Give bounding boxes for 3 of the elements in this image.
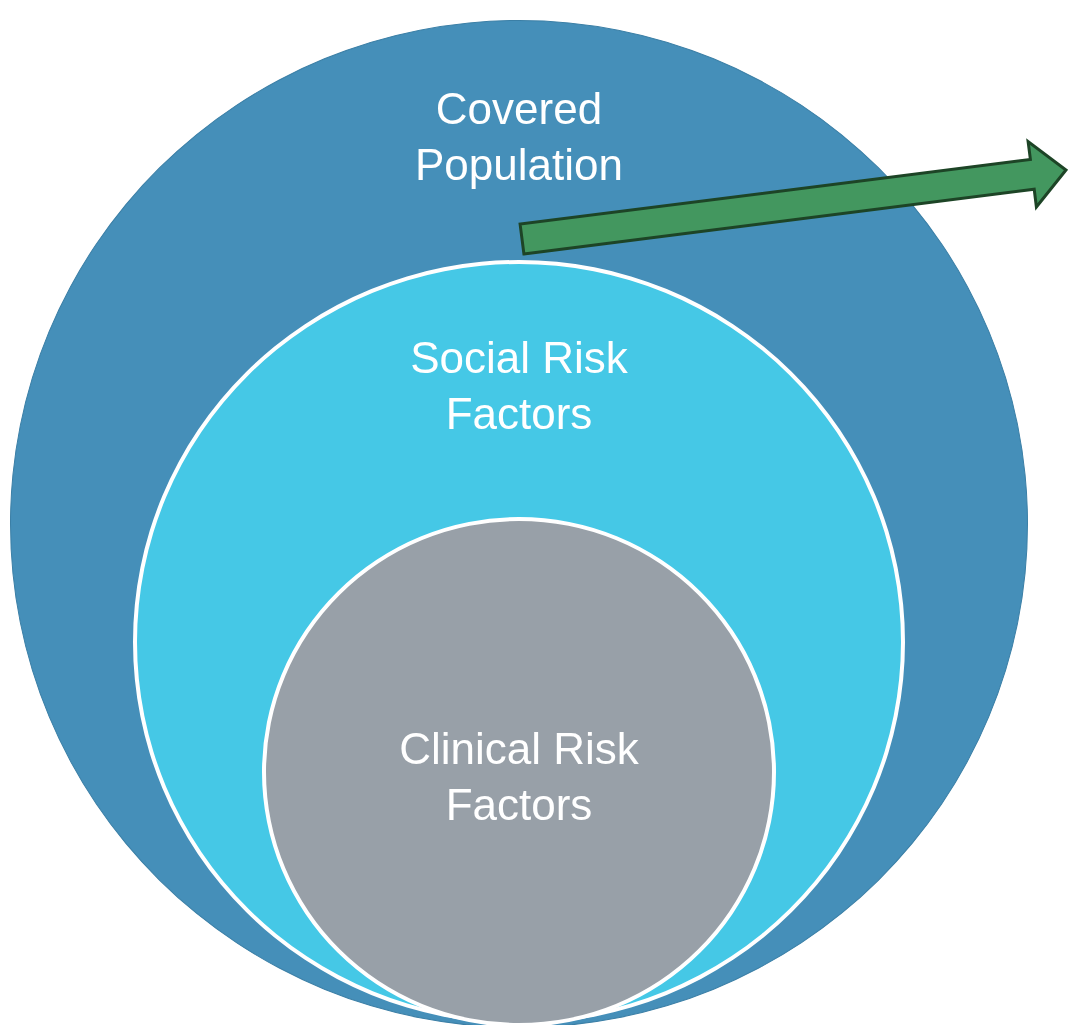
- circle-label: Social Risk Factors: [409, 332, 629, 440]
- circle-label: Covered Population: [414, 83, 624, 191]
- circle-label: Clinical Risk Factors: [398, 723, 640, 831]
